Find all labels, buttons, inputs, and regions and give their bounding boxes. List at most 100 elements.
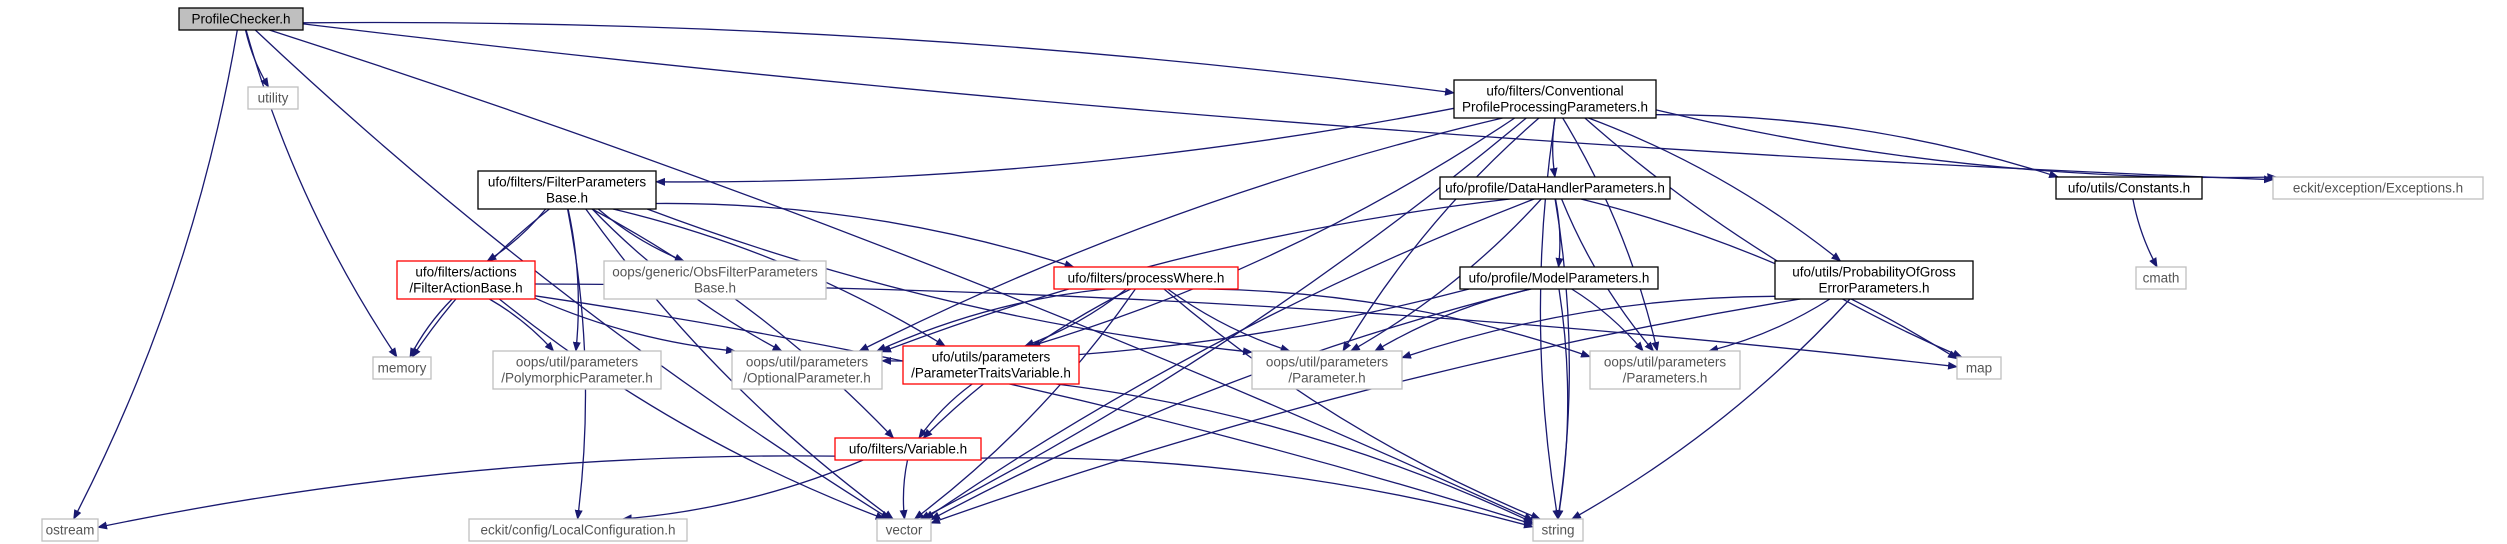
edge-conventional-to-string	[1539, 117, 1561, 520]
node-label-string: string	[1541, 523, 1574, 538]
edge-filter-action-base-to-vector	[498, 298, 886, 520]
edge-variable-to-vector	[899, 459, 909, 520]
node-label-parameter: oops/util/parameters/Parameter.h	[1266, 355, 1389, 386]
node-local-config: eckit/config/LocalConfiguration.h	[468, 518, 688, 542]
node-parameter: oops/util/parameters/Parameter.h	[1251, 350, 1403, 390]
node-label-param-traits-var: ufo/utils/parameters/ParameterTraitsVari…	[911, 350, 1071, 381]
node-parameters: oops/util/parameters/Parameters.h	[1589, 350, 1741, 390]
node-model-params[interactable]: ufo/profile/ModelParameters.h	[1459, 266, 1659, 290]
edge-conventional-to-map	[1584, 117, 1963, 358]
edge-variable-to-string	[980, 457, 1534, 529]
node-constants[interactable]: ufo/utils/Constants.h	[2055, 176, 2203, 200]
node-label-local-config: eckit/config/LocalConfiguration.h	[480, 523, 675, 538]
edge-filter-params-base-to-variable	[591, 208, 895, 439]
node-ostream: ostream	[41, 518, 99, 542]
node-box-obs-filter-params	[603, 260, 827, 300]
node-label-model-params: ufo/profile/ModelParameters.h	[1469, 271, 1650, 286]
edge-constants-to-cmath	[2132, 198, 2158, 268]
edge-model-params-to-vector	[930, 288, 1531, 521]
file-nodes: ProfileChecker.h utility ufo/filters/Conve…	[41, 7, 2484, 542]
edge-process-where-to-vector	[913, 288, 1136, 520]
node-box-utility	[247, 86, 299, 110]
edge-variable-to-ostream	[97, 455, 836, 530]
node-label-constants: ufo/utils/Constants.h	[2068, 181, 2190, 196]
node-label-parameters: oops/util/parameters/Parameters.h	[1604, 355, 1727, 386]
edge-profile-checker-to-vector	[254, 29, 891, 520]
node-variable[interactable]: ufo/filters/Variable.h	[834, 437, 982, 461]
edge-conventional-to-filter-params-base	[655, 107, 1455, 186]
node-vector: vector	[876, 518, 932, 542]
node-exceptions: eckit/exception/Exceptions.h	[2272, 176, 2484, 200]
node-box-ostream	[41, 518, 99, 542]
node-box-conventional	[1453, 79, 1657, 119]
edge-conventional-to-param-traits-var	[1030, 117, 1516, 348]
edge-param-traits-var-to-string	[1056, 383, 1534, 524]
node-label-optional-param: oops/util/parameters/OptionalParameter.h	[743, 355, 871, 386]
node-label-polymorphic-param: oops/util/parameters/PolymorphicParamete…	[501, 355, 653, 386]
node-map: map	[1956, 356, 2002, 380]
edge-variable-to-local-config	[621, 459, 864, 523]
node-box-exceptions	[2272, 176, 2484, 200]
node-data-handler[interactable]: ufo/profile/DataHandlerParameters.h	[1439, 176, 1671, 200]
node-filter-action-base[interactable]: ufo/filters/actions/FilterActionBase.h	[396, 260, 536, 300]
node-label-filter-action-base: ufo/filters/actions/FilterActionBase.h	[409, 265, 522, 296]
edge-filter-action-base-to-memory	[409, 298, 453, 358]
edge-process-where-to-string	[1163, 288, 1541, 520]
edge-conventional-to-parameter	[1342, 117, 1540, 352]
edge-prob-gross-to-parameters	[1708, 298, 1831, 353]
node-box-data-handler	[1439, 176, 1671, 200]
edge-filter-params-base-to-vector	[585, 208, 894, 520]
node-label-profile-checker: ProfileChecker.h	[191, 12, 290, 27]
edge-filter-params-base-to-polymorphic-param	[567, 208, 581, 352]
edge-prob-gross-to-parameter	[1401, 295, 1776, 359]
node-box-variable	[834, 437, 982, 461]
node-label-cmath: cmath	[2143, 271, 2180, 286]
node-string: string	[1532, 518, 1584, 542]
node-optional-param: oops/util/parameters/OptionalParameter.h	[731, 350, 883, 390]
edge-filter-params-base-to-parameter	[646, 208, 1253, 356]
node-box-string	[1532, 518, 1584, 542]
node-label-ostream: ostream	[46, 523, 95, 538]
node-cmath: cmath	[2135, 266, 2187, 290]
edge-profile-checker-to-ostream	[73, 29, 238, 520]
edge-model-params-to-parameters	[1571, 288, 1644, 352]
dependency-edges	[73, 21, 2278, 530]
edge-conventional-to-vector	[919, 117, 1527, 520]
node-param-traits-var[interactable]: ufo/utils/parameters/ParameterTraitsVari…	[902, 345, 1080, 385]
node-box-memory	[372, 356, 432, 380]
node-label-map: map	[1966, 361, 1992, 376]
node-utility: utility	[247, 86, 299, 110]
edge-filter-action-base-to-optional-param	[534, 297, 736, 355]
edge-prob-gross-to-vector	[930, 298, 1801, 524]
edge-conventional-to-exceptions	[1655, 109, 2278, 182]
node-profile-checker[interactable]: ProfileChecker.h	[178, 7, 304, 31]
node-box-constants	[2055, 176, 2203, 200]
edge-profile-checker-to-conventional	[302, 21, 1455, 96]
node-label-memory: memory	[378, 361, 427, 376]
edge-conventional-to-optional-param	[858, 117, 1503, 352]
node-label-data-handler: ufo/profile/DataHandlerParameters.h	[1445, 181, 1665, 196]
node-box-filter-params-base	[477, 170, 657, 210]
node-label-process-where: ufo/filters/processWhere.h	[1068, 271, 1225, 286]
edge-filter-action-base-to-polymorphic-param	[489, 298, 555, 352]
node-box-model-params	[1459, 266, 1659, 290]
node-box-param-traits-var	[902, 345, 1080, 385]
edge-filter-params-base-to-obs-filter-params	[597, 208, 685, 262]
edge-data-handler-to-vector	[924, 198, 1535, 520]
edge-prob-gross-to-string	[1571, 298, 1851, 520]
edge-conventional-to-parameters	[1562, 117, 1660, 352]
edge-profile-checker-to-string	[269, 29, 1534, 521]
node-label-vector: vector	[886, 523, 923, 538]
node-box-profile-checker	[178, 7, 304, 31]
edge-filter-params-base-to-process-where	[655, 202, 1075, 269]
edge-conventional-to-constants	[1655, 114, 2060, 179]
node-box-prob-gross	[1774, 260, 1974, 300]
node-process-where[interactable]: ufo/filters/processWhere.h	[1053, 266, 1239, 290]
edge-filter-action-base-to-string	[534, 295, 1534, 526]
